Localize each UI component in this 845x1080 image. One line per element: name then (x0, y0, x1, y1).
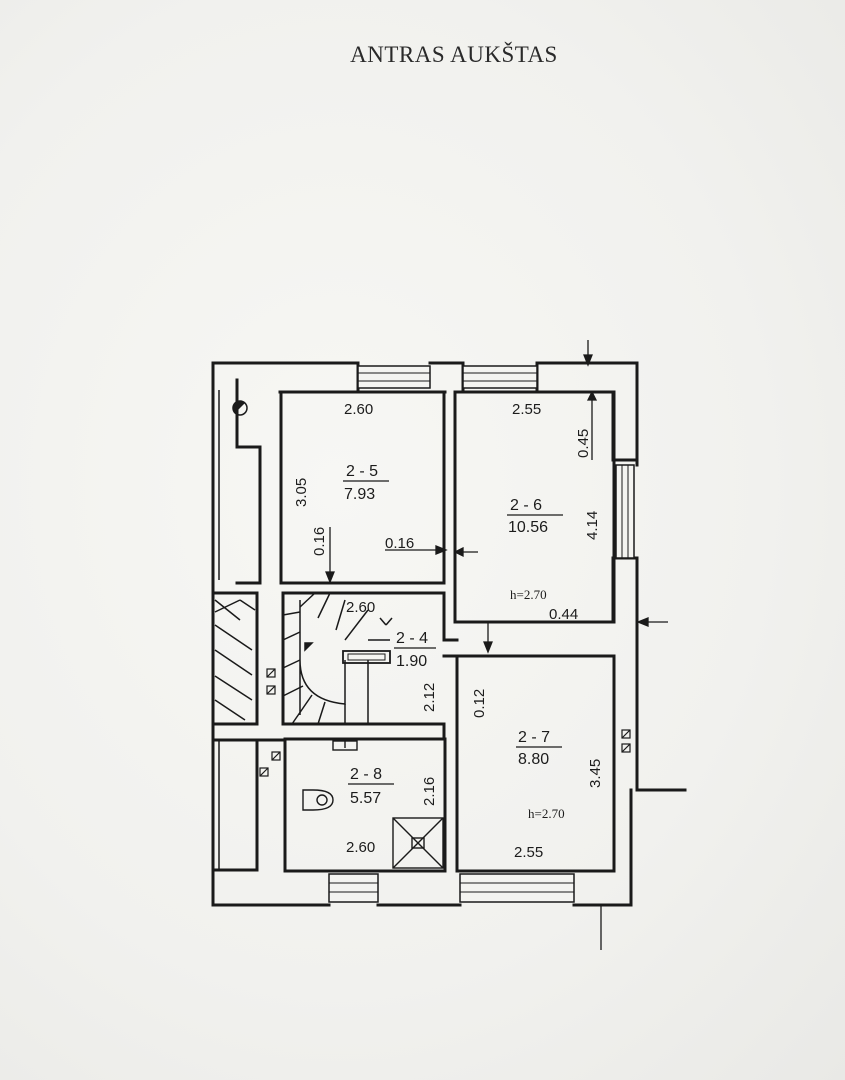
vent-icon (621, 729, 631, 739)
room-2-5-id: 2 - 5 (346, 463, 378, 480)
dim-wall-a: 0.16 (311, 527, 328, 556)
room-2-7-area: 8.80 (518, 751, 549, 768)
room-2-5-width: 2.60 (344, 401, 373, 418)
room-2-7-id: 2 - 7 (518, 729, 550, 746)
room-2-8-width: 2.60 (346, 839, 375, 856)
room-2-4-area: 1.90 (396, 653, 427, 670)
window-bottom-left (328, 873, 379, 903)
vent-icon (259, 767, 269, 777)
stair-landing-box (342, 650, 391, 664)
dim-wall-b: 0.16 (385, 535, 414, 552)
vent-icon (271, 751, 281, 761)
window-top-right (462, 365, 538, 389)
room-2-6-area: 10.56 (508, 519, 548, 536)
room-2-8-id: 2 - 8 (350, 766, 382, 783)
plan-title: ANTRAS AUKŠTAS (350, 42, 558, 67)
dim-wall-e: 0.12 (471, 689, 488, 718)
room-2-5 (279, 390, 446, 585)
room-2-5-area: 7.93 (344, 486, 375, 503)
toilet-icon (302, 789, 334, 811)
room-2-7 (455, 654, 616, 873)
staircase (282, 592, 393, 725)
room-2-4 (281, 591, 446, 726)
dim-wall-d: 0.44 (549, 606, 578, 623)
vent-icon (266, 685, 276, 695)
room-2-4-length: 2.12 (421, 683, 438, 712)
room-2-7-width: 2.55 (514, 844, 543, 861)
room-2-5-length: 3.05 (293, 478, 310, 507)
window-right (615, 464, 635, 559)
exterior-wall-bottom (211, 788, 633, 907)
room-2-6 (453, 390, 616, 624)
room-2-4-width: 2.60 (346, 599, 375, 616)
vent-icon (266, 668, 276, 678)
vent-icon (621, 743, 631, 753)
room-2-8 (283, 737, 447, 873)
room-2-6-height: h=2.70 (510, 587, 547, 602)
room-2-8-length: 2.16 (421, 777, 438, 806)
room-2-6-length: 4.14 (584, 511, 601, 540)
window-bottom-right (459, 873, 575, 903)
dim-wall-c: 0.45 (575, 429, 592, 458)
exterior-wall (211, 361, 687, 792)
window-top-left (357, 365, 431, 389)
room-2-8-area: 5.57 (350, 790, 381, 807)
shower-icon (392, 817, 444, 869)
room-2-6-id: 2 - 6 (510, 497, 542, 514)
room-2-6-width: 2.55 (512, 401, 541, 418)
neighbor-staircase (214, 599, 256, 721)
room-2-4-id: 2 - 4 (396, 630, 428, 647)
room-2-7-height: h=2.70 (528, 806, 565, 821)
room-2-7-length: 3.45 (587, 759, 604, 788)
